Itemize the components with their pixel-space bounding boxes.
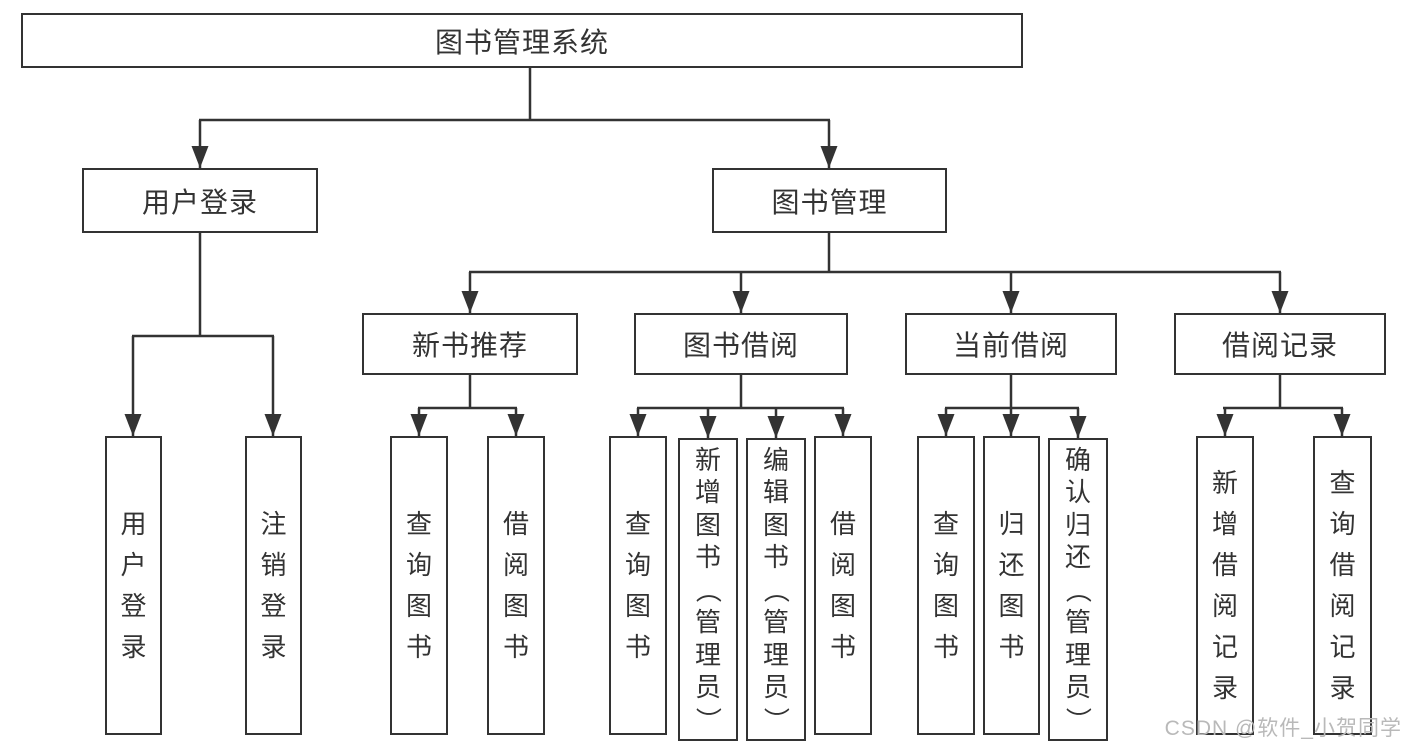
leaf-confirm-return-admin: 确认归还（管理员） xyxy=(1048,438,1108,741)
node-book-management: 图书管理 xyxy=(712,168,947,233)
node-borrowing-records: 借阅记录 xyxy=(1174,313,1386,375)
node-current-borrowing: 当前借阅 xyxy=(905,313,1117,375)
leaf-edit-books-admin: 编辑图书（管理员） xyxy=(746,438,806,741)
leaf-return-books: 归还图书 xyxy=(983,436,1040,735)
leaf-query-borrow-record: 查询借阅记录 xyxy=(1313,436,1372,735)
node-user-login: 用户登录 xyxy=(82,168,318,233)
leaf-borrow-books: 借阅图书 xyxy=(814,436,872,735)
leaf-query-books: 查询图书 xyxy=(390,436,448,735)
leaf-add-books-admin: 新增图书（管理员） xyxy=(678,438,738,741)
leaf-query-books: 查询图书 xyxy=(917,436,975,735)
watermark: CSDN @软件_小贺同学 xyxy=(1164,717,1402,740)
node-book-borrowing: 图书借阅 xyxy=(634,313,848,375)
node-new-book-recommendation: 新书推荐 xyxy=(362,313,578,375)
leaf-add-borrow-record: 新增借阅记录 xyxy=(1196,436,1254,735)
node-root-library-system: 图书管理系统 xyxy=(21,13,1023,68)
leaf-borrow-books: 借阅图书 xyxy=(487,436,545,735)
leaf-logout: 注销登录 xyxy=(245,436,302,735)
leaf-query-books: 查询图书 xyxy=(609,436,667,735)
leaf-user-login: 用户登录 xyxy=(105,436,162,735)
